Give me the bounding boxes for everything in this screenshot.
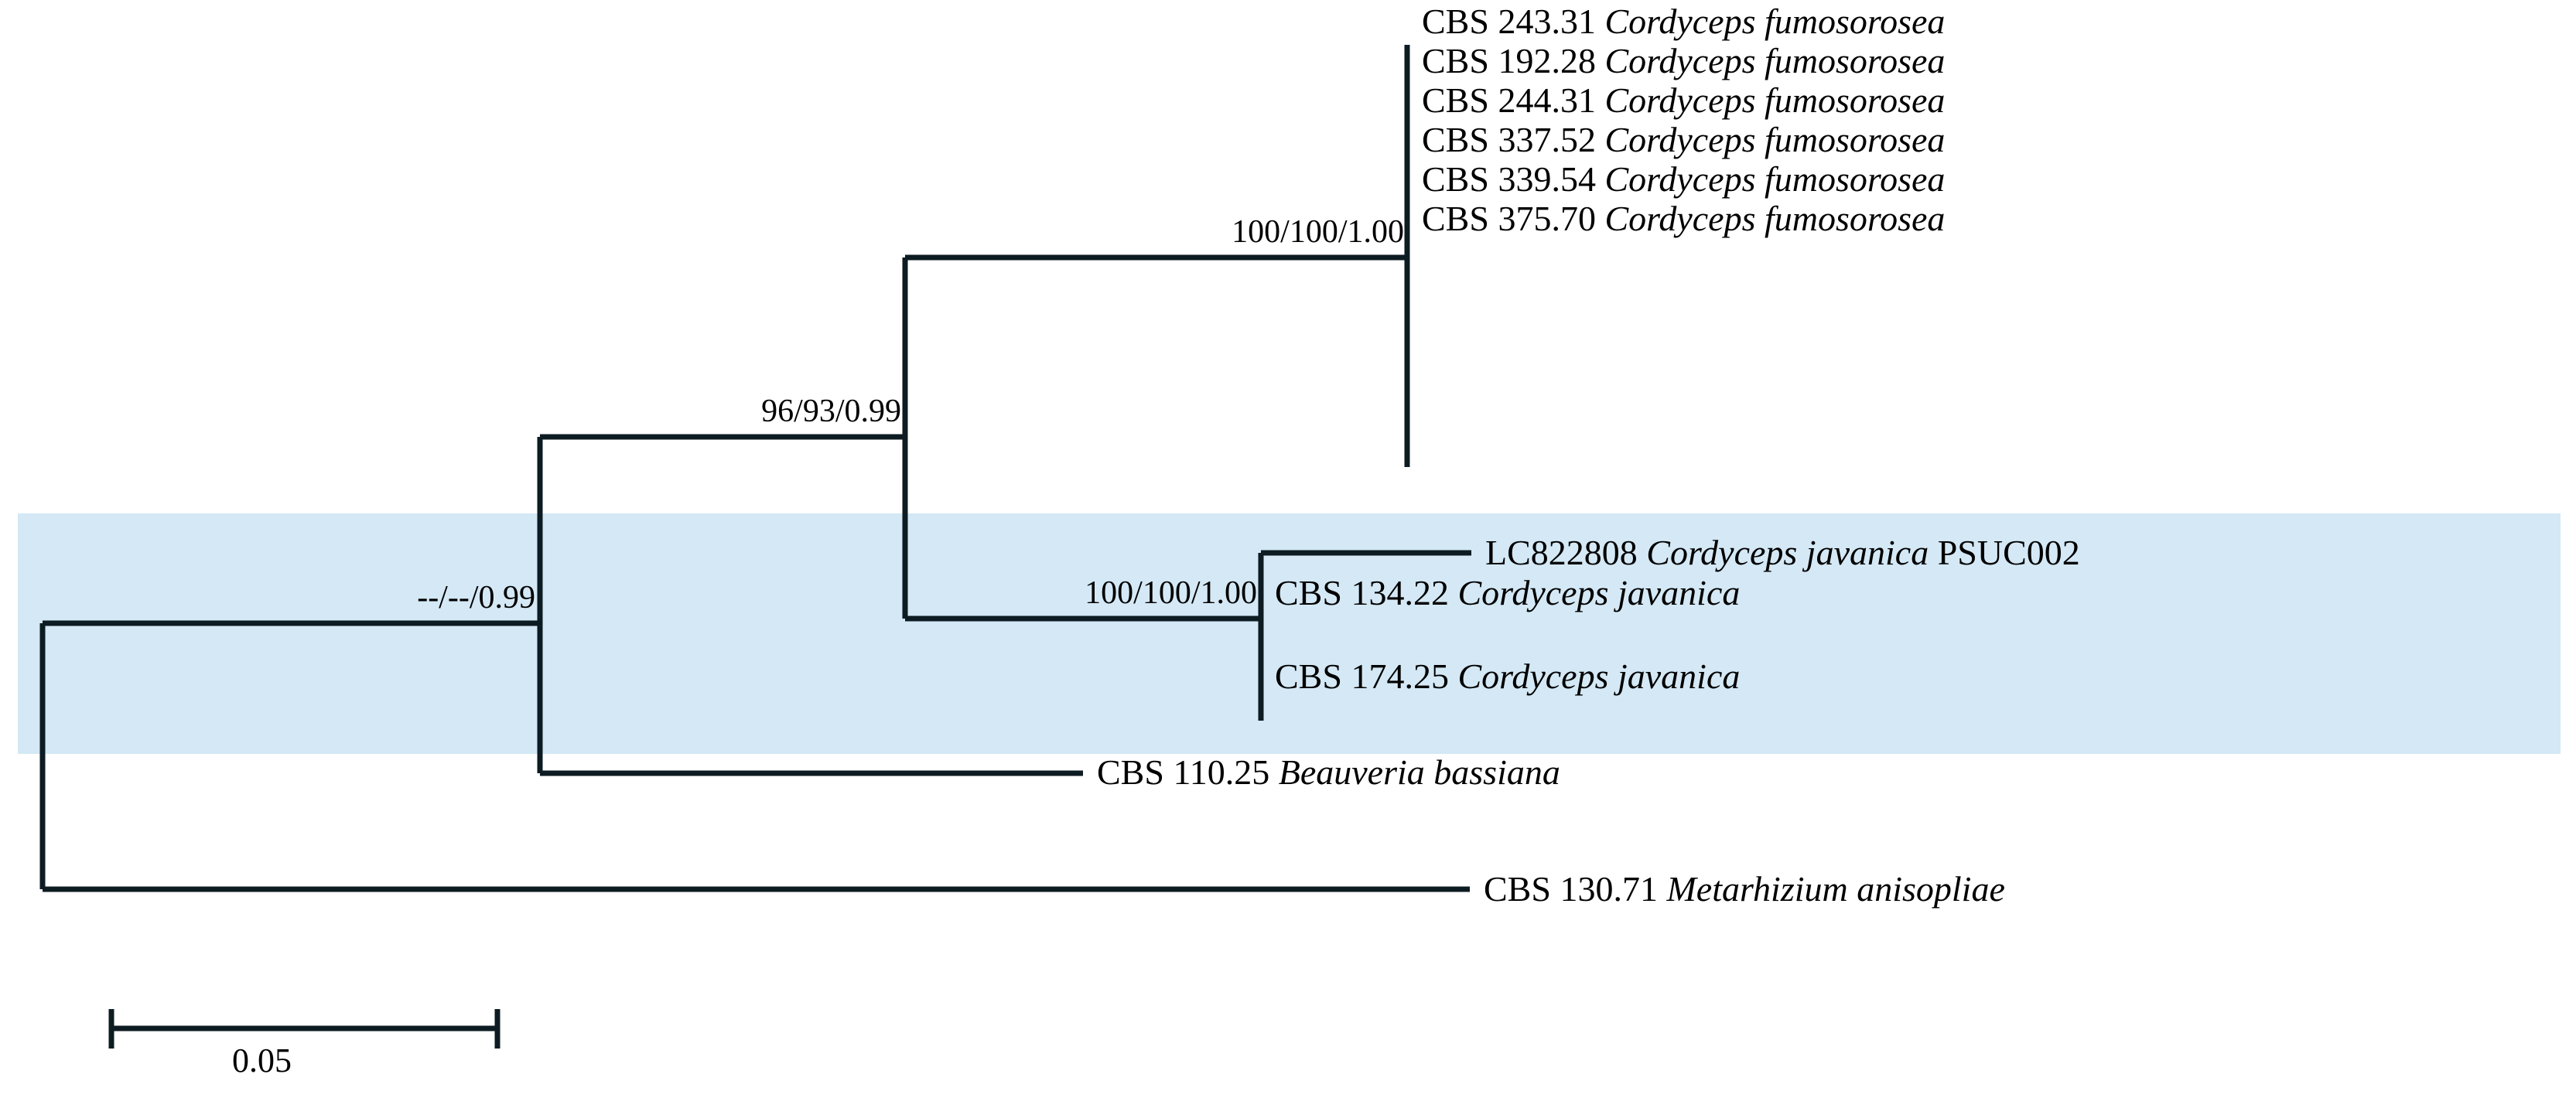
- tip-label: CBS 244.31 Cordyceps fumosorosea: [1422, 83, 1945, 118]
- tip-species: Metarhizium anisopliae: [1666, 869, 2005, 909]
- tip-label: CBS 337.52 Cordyceps fumosorosea: [1422, 122, 1945, 158]
- tip-strain: CBS 243.31: [1422, 2, 1605, 41]
- tip-strain: CBS 337.52: [1422, 120, 1605, 159]
- tip-isolate: PSUC002: [1929, 533, 2080, 572]
- tip-strain: CBS 339.54: [1422, 159, 1605, 199]
- tip-label: CBS 130.71 Metarhizium anisopliae: [1484, 871, 2005, 907]
- tip-species: Cordyceps javanica: [1457, 573, 1741, 612]
- tip-species: Beauveria bassiana: [1278, 752, 1560, 792]
- tip-label: CBS 243.31 Cordyceps fumosorosea: [1422, 4, 1945, 39]
- tip-strain: CBS 174.25: [1275, 656, 1458, 696]
- highlight-band: [18, 513, 2561, 754]
- tip-species: Cordyceps fumosorosea: [1604, 120, 1946, 159]
- tip-species: Cordyceps fumosorosea: [1604, 159, 1946, 199]
- tip-species: Cordyceps fumosorosea: [1604, 80, 1946, 120]
- support-label-fumosorosea-javanica-split: 96/93/0.99: [761, 394, 901, 429]
- tip-strain: CBS 192.28: [1422, 41, 1605, 80]
- tip-strain: CBS 130.71: [1484, 869, 1667, 909]
- tip-label: LC822808 Cordyceps javanica PSUC002: [1485, 535, 2080, 571]
- tip-label: CBS 339.54 Cordyceps fumosorosea: [1422, 162, 1945, 197]
- tip-label: CBS 110.25 Beauveria bassiana: [1097, 755, 1560, 790]
- tip-label: CBS 134.22 Cordyceps javanica: [1275, 575, 1740, 611]
- tip-strain: CBS 110.25: [1097, 752, 1279, 792]
- support-label-cordyceps-beauveria: --/--/0.99: [417, 580, 535, 615]
- tip-species: Cordyceps fumosorosea: [1604, 199, 1946, 238]
- tip-label: CBS 192.28 Cordyceps fumosorosea: [1422, 43, 1945, 79]
- tip-strain: LC822808: [1485, 533, 1647, 572]
- support-label-javanica-clade: 100/100/1.00: [1085, 575, 1257, 611]
- tip-species: Cordyceps javanica: [1646, 533, 1929, 572]
- tip-species: Cordyceps fumosorosea: [1604, 2, 1946, 41]
- scale-bar-label: 0.05: [232, 1042, 292, 1079]
- tip-label: CBS 375.70 Cordyceps fumosorosea: [1422, 201, 1945, 237]
- tip-strain: CBS 244.31: [1422, 80, 1605, 120]
- tip-species: Cordyceps javanica: [1457, 656, 1741, 696]
- tip-strain: CBS 375.70: [1422, 199, 1605, 238]
- tree-branches: [39, 45, 1471, 1049]
- support-label-fumosorosea-clade: 100/100/1.00: [1232, 214, 1404, 250]
- tip-strain: CBS 134.22: [1275, 573, 1458, 612]
- tip-label: CBS 174.25 Cordyceps javanica: [1275, 659, 1740, 694]
- tip-species: Cordyceps fumosorosea: [1604, 41, 1946, 80]
